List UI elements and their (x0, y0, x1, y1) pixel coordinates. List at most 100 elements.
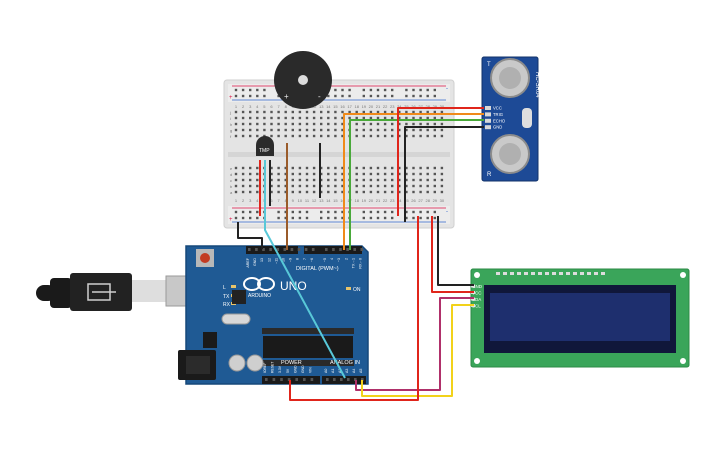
rx-led-label: RX (223, 302, 231, 308)
row-number: 11 (305, 198, 310, 203)
row-number: 20 (369, 104, 374, 109)
digital-pin-label: 7 (303, 258, 307, 260)
wire-lcd-sda (355, 297, 474, 391)
digital-pin-label: ~6 (310, 258, 314, 262)
analog-pin-label: A5 (359, 369, 363, 373)
row-letter: c (230, 178, 232, 183)
power-pin-label: IOREF (263, 363, 267, 373)
wire-5v-red (289, 216, 419, 401)
wire-lcd-vcc (431, 216, 474, 293)
row-letter: e (230, 166, 233, 171)
digital-pin-label: 13 (260, 258, 264, 262)
row-number: 6 (270, 198, 273, 203)
wire-tmp-cyan (264, 160, 346, 379)
row-number: 1 (235, 198, 238, 203)
analog-pin-label: A4 (352, 369, 356, 373)
digital-pin-label: 4 (330, 258, 334, 260)
wire-green (349, 119, 484, 250)
row-letter: i (230, 116, 231, 121)
row-number: 17 (347, 104, 352, 109)
row-number: 28 (425, 198, 430, 203)
lcd-pin-gnd: GND (472, 284, 483, 289)
digital-pin-label: RX←0 (359, 258, 363, 269)
row-letter: d (230, 172, 232, 177)
power-pin-label: GND (293, 365, 297, 373)
sensor-pin-trig: TRIG (493, 112, 503, 117)
digital-pin-label: ~9 (289, 258, 293, 262)
sensor-model-label: HC-SR04 (534, 72, 540, 98)
lcd-pin-scl: SCL (472, 303, 481, 308)
row-number: 14 (326, 198, 331, 203)
wire-sensor-black (404, 126, 484, 222)
rail-minus-label-bottom: - (446, 209, 448, 215)
row-number: 19 (362, 198, 367, 203)
row-number: 25 (404, 198, 409, 203)
wire-orange (343, 113, 484, 250)
on-led-label: ON (353, 287, 361, 293)
rail-plus-label: + (229, 95, 233, 101)
row-number: 3 (249, 104, 252, 109)
row-number: 20 (369, 198, 374, 203)
row-number: 16 (340, 104, 345, 109)
row-number: 14 (326, 104, 331, 109)
row-number: 9 (292, 198, 295, 203)
sensor-pin-gnd: GND (493, 125, 502, 130)
row-number: 7 (277, 198, 280, 203)
row-number: 21 (376, 198, 381, 203)
digital-pin-label: ~5 (323, 258, 327, 262)
digital-pin-label: 12 (267, 258, 271, 262)
digital-pin-label: GND (253, 258, 257, 266)
sensor-r-label: R (487, 172, 492, 178)
tx-led-label: TX (223, 294, 230, 300)
row-letter: h (230, 122, 232, 127)
row-number: 3 (249, 198, 252, 203)
digital-pin-label: ~11 (274, 258, 278, 264)
buzzer-plus-label: + (284, 92, 289, 101)
analog-pin-label: A1 (331, 369, 335, 373)
reset-button[interactable] (200, 253, 210, 263)
power-pin-label: 3.3V (278, 365, 282, 373)
row-letter: f (230, 134, 232, 139)
piezo-buzzer[interactable]: + - (274, 51, 332, 109)
digital-pin-label: TX→1 (351, 258, 355, 268)
wire-lcd-scl (361, 304, 474, 397)
row-number: 6 (270, 104, 273, 109)
usb-cable (36, 273, 211, 311)
power-pin-label: GND (301, 365, 305, 373)
digital-pin-label: 8 (296, 258, 300, 260)
analog-label: ANALOG IN (330, 360, 360, 366)
row-number: 22 (383, 198, 388, 203)
lcd-pin-sda: SDA (472, 297, 481, 302)
row-number: 26 (411, 104, 416, 109)
wire-gnd-black (237, 222, 263, 249)
power-label: POWER (281, 360, 302, 366)
sensor-t-label: T (487, 62, 491, 68)
row-letter: b (230, 184, 233, 189)
row-number: 13 (319, 198, 324, 203)
temperature-sensor-icon (256, 136, 274, 156)
digital-pin-label: ~10 (282, 258, 286, 264)
analog-pin-label: A0 (324, 369, 328, 373)
row-number: 10 (298, 198, 303, 203)
digital-pin-label: AREF (246, 257, 250, 267)
sensor-pin-vcc: VCC (493, 106, 502, 111)
lcd-pin-vcc: VCC (472, 290, 482, 295)
row-number: 13 (319, 104, 324, 109)
row-number: 27 (418, 104, 423, 109)
row-number: 12 (312, 198, 317, 203)
temperature-sensor[interactable]: TMP (256, 136, 274, 156)
arduino-logo-text: ARDUINO (248, 293, 271, 299)
row-number: 24 (397, 198, 402, 203)
arduino-model: UNO (280, 279, 307, 293)
row-number: 7 (277, 104, 280, 109)
row-number: 5 (263, 104, 266, 109)
row-number: 15 (333, 198, 338, 203)
row-number: 4 (256, 104, 259, 109)
